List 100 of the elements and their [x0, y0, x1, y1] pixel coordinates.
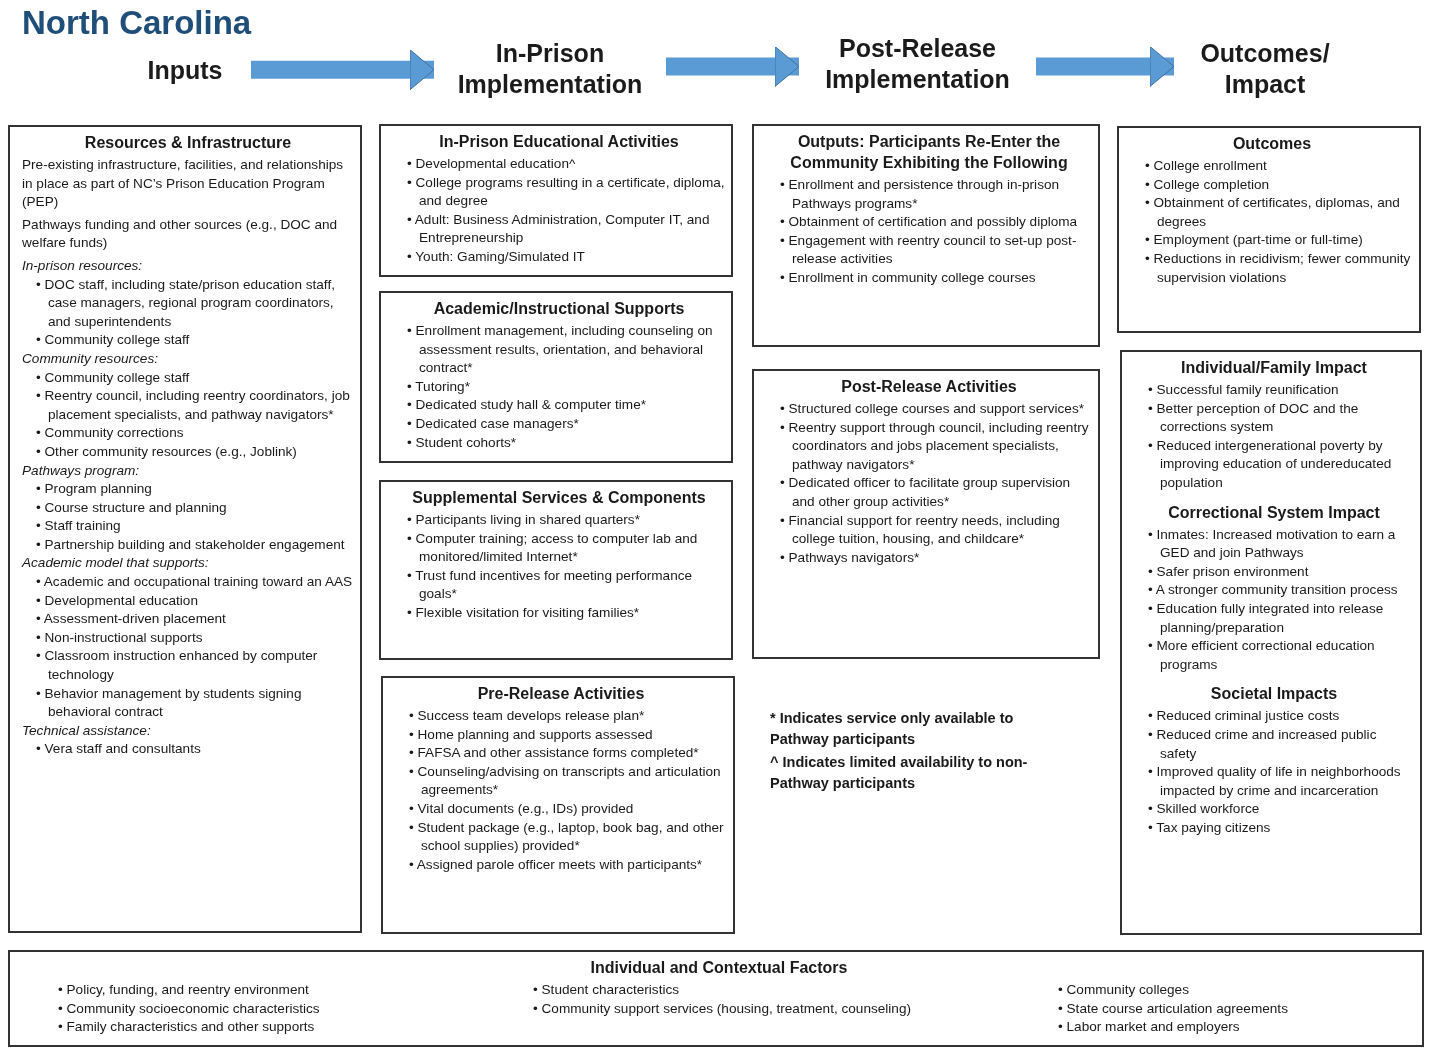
bullet-item: • Enrollment and persistence through in-prison Pathways programs* — [779, 176, 1061, 213]
subheading: Academic model that supports: — [22, 554, 210, 573]
bullet-item: • Dedicated officer to facilitate group supervision and other group activities* — [779, 474, 1072, 511]
bullet-item: • Employment (part-time or full-time) — [1144, 231, 1364, 250]
bullet-item: • Community corrections — [35, 424, 185, 443]
bullet-item: • Engagement with reentry council to set-up post-release activities — [779, 231, 1078, 269]
bullet-item: • Safer prison environment — [1147, 562, 1310, 581]
bullet-item: • Community support services (housing, treatment, counseling) — [532, 999, 912, 1018]
bullet-item: • Successful family reunification — [1147, 381, 1340, 399]
box-heading: In-Prison Educational Activities — [438, 132, 680, 152]
text-panel — [8, 950, 1424, 1047]
bullet-item: • College completion — [1144, 175, 1271, 194]
paragraph: Pathways funding and other sources (e.g., DOC and welfare funds) — [22, 215, 339, 253]
bullet-item: • College enrollment — [1144, 157, 1268, 175]
bullet-item: • More efficient correctional education programs — [1147, 637, 1376, 674]
bullet-item: • Partnership building and stakeholder engagement — [35, 535, 346, 554]
text-panel — [1117, 126, 1421, 333]
bullet-item: • Vital documents (e.g., IDs) provided — [408, 799, 635, 818]
bullet-item: • Classroom instruction enhanced by computer technology — [35, 647, 319, 685]
bullet-item: • Vera staff and consultants — [35, 740, 202, 759]
box-heading: Supplemental Services & Components — [411, 488, 707, 508]
bullet-item: • Non-instructional supports — [35, 628, 204, 647]
bullet-item: • Dedicated study hall & computer time* — [406, 396, 647, 415]
bullet-item: • Developmental education — [35, 591, 199, 610]
subheading: Community resources: — [22, 349, 159, 368]
bullet-item: • Reduced intergenerational poverty by improving education of undereducated population — [1147, 436, 1393, 492]
stage-heading: Inputs — [125, 55, 245, 86]
stage-heading: In-Prison Implementation — [440, 38, 660, 100]
bullet-item: • Better perception of DOC and the corrections system — [1147, 399, 1360, 437]
bullet-item: • Other community resources (e.g., Joblink) — [35, 442, 298, 461]
text-panel — [379, 480, 733, 660]
box-heading: Individual and Contextual Factors — [589, 958, 849, 978]
bullet-item: • Computer training; access to computer lab and monitored/limited Internet* — [406, 529, 699, 567]
bullet-item: • Assigned parole officer meets with participants* — [408, 855, 704, 874]
bullet-item: • Education fully integrated into release planning/preparation — [1147, 599, 1385, 637]
bullet-item: • Counseling/advising on transcripts and articulation agreements* — [408, 762, 722, 800]
bullet-item: • Financial support for reentry needs, including college tuition, housing, and childcare* — [779, 511, 1061, 549]
bullet-item: • Labor market and employers — [1057, 1018, 1241, 1037]
box-heading: Pre-Release Activities — [476, 684, 646, 704]
bullet-item: • Developmental education^ — [406, 155, 577, 173]
bullet-item: • Dedicated case managers* — [406, 414, 580, 433]
box-heading: Academic/Instructional Supports — [432, 299, 686, 319]
bullet-item: • Inmates: Increased motivation to earn a GED and join Pathways — [1147, 525, 1397, 563]
bullet-item: • Course structure and planning — [35, 498, 228, 517]
bullet-item: • Home planning and supports assessed — [408, 725, 654, 744]
bullet-item: • Program planning — [35, 480, 153, 499]
bullet-item: • Community socioeconomic characteristics — [57, 999, 321, 1018]
bullet-item: • Student characteristics — [532, 981, 681, 999]
text-panel — [1120, 350, 1422, 935]
bullet-item: • Community college staff — [35, 331, 191, 350]
section-heading: Correctional System Impact — [1167, 502, 1381, 523]
bullet-item: • Policy, funding, and reentry environment — [57, 981, 310, 999]
bullet-item: • Reductions in recidivism; fewer community supervision violations — [1144, 249, 1412, 287]
bullet-item: • Reduced criminal justice costs — [1147, 707, 1341, 726]
bullet-item: • Reentry support through council, including reentry coordinators and jobs placement specialists, pathway navigators* — [779, 418, 1090, 474]
bullet-item: • Success team develops release plan* — [408, 707, 646, 725]
bullet-item: • Assessment-driven placement — [35, 610, 227, 629]
bullet-item: • Flexible visitation for visiting families* — [406, 603, 641, 622]
bullet-item: • Improved quality of life in neighborhoods impacted by crime and incarceration — [1147, 763, 1402, 800]
box-heading: Individual/Family Impact — [1180, 358, 1368, 378]
bullet-item: • Youth: Gaming/Simulated IT — [406, 247, 586, 266]
bullet-item: • Family characteristics and other supports — [57, 1018, 316, 1037]
text-panel — [752, 369, 1100, 659]
footnote: ^ Indicates limited availability to non-Pathway participants — [770, 753, 1029, 793]
bullet-item: • State course articulation agreements — [1057, 999, 1289, 1018]
arrow — [251, 49, 435, 91]
bullet-item: • Enrollment in community college courses — [779, 268, 1037, 287]
text-panel — [379, 291, 733, 463]
bullet-item: • A stronger community transition process — [1147, 581, 1399, 600]
bullet-item: • Reduced crime and increased public safety — [1147, 725, 1378, 763]
text-panel — [379, 124, 733, 277]
bullet-item: • Reentry council, including reentry coordinators, job placement specialists, and pathway navigators* — [35, 387, 351, 424]
bullet-item: • Enrollment management, including counseling on assessment results, orientation, and behavioral contract* — [406, 322, 714, 378]
bullet-item: • Tutoring* — [406, 377, 471, 396]
title: North Carolina — [22, 4, 252, 42]
bullet-item: • Behavior management by students signing behavioral contract — [35, 684, 303, 722]
box-heading: Resources & Infrastructure — [83, 133, 293, 153]
bullet-item: • Community colleges — [1057, 981, 1190, 999]
bullet-item: • Pathways navigators* — [779, 548, 921, 567]
text-panel — [752, 124, 1100, 347]
box-heading: Outputs: Participants Re-Enter the Community Exhibiting the Following — [789, 132, 1069, 173]
subheading: In-prison resources: — [22, 256, 144, 275]
box-heading: Outcomes — [1231, 134, 1313, 154]
footnote: * Indicates service only available to Pathway participants — [770, 709, 1015, 749]
bullet-item: • Structured college courses and support services* — [779, 400, 1085, 418]
bullet-item: • Participants living in shared quarters* — [406, 511, 641, 529]
bullet-item: • Adult: Business Administration, Computer IT, and Entrepreneurship — [406, 210, 711, 248]
bullet-item: • Tax paying citizens — [1147, 818, 1272, 837]
bullet-item: • College programs resulting in a certificate, diploma, and degree — [406, 173, 725, 211]
bullet-item: • Skilled workforce — [1147, 800, 1261, 819]
subheading: Technical assistance: — [22, 721, 152, 740]
bullet-item: • Obtainment of certificates, diplomas, and degrees — [1144, 194, 1401, 231]
stage-heading: Outcomes/ Impact — [1180, 38, 1350, 100]
text-panel — [8, 125, 362, 933]
stage-heading: Post-Release Implementation — [805, 33, 1030, 95]
text-panel — [381, 676, 735, 934]
bullet-item: • Community college staff — [35, 368, 191, 387]
box-heading: Post-Release Activities — [840, 377, 1018, 397]
bullet-item: • FAFSA and other assistance forms completed* — [408, 744, 700, 763]
bullet-item: • DOC staff, including state/prison education staff, case managers, regional program coordinators, and superintendents — [35, 275, 336, 331]
